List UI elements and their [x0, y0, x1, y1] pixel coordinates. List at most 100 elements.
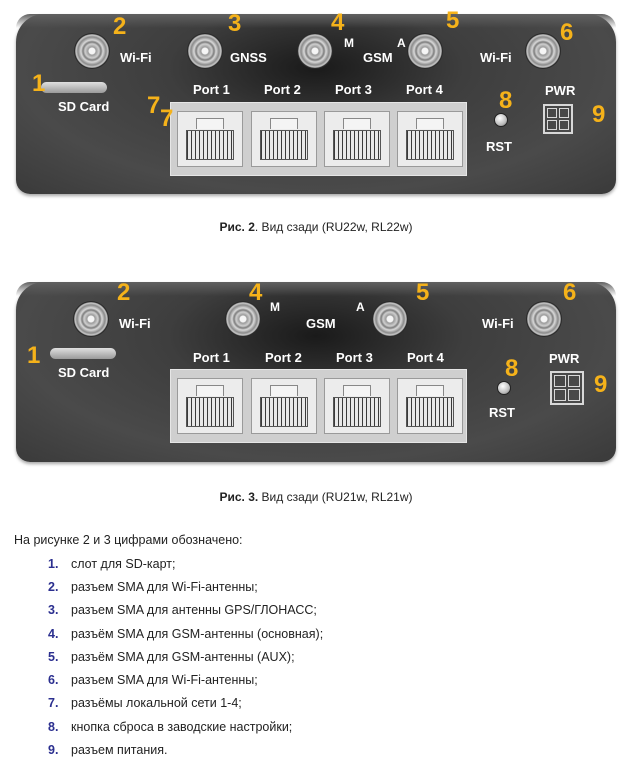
rst-label: RST — [489, 405, 515, 420]
ethernet-port-1 — [177, 378, 243, 434]
list-text: разъем SMA для Wi-Fi-антенны; — [71, 673, 258, 688]
list-text: разъёмы локальной сети 1-4; — [71, 696, 242, 711]
list-item: 3. разъем SMA для антенны GPS/ГЛОНАСС; — [48, 599, 323, 622]
figure-3-caption-bold: Рис. 3. — [219, 490, 259, 504]
callout-4: 4 — [249, 279, 263, 306]
list-text: разъем SMA для антенны GPS/ГЛОНАСС; — [71, 603, 317, 618]
legend-intro: На рисунке 2 и 3 цифрами обозначено: — [14, 533, 243, 547]
wifi-right-label: Wi-Fi — [480, 50, 512, 65]
list-number: 5. — [48, 649, 59, 664]
callout-3: 3 — [228, 10, 242, 37]
sd-card-label: SD Card — [58, 365, 110, 380]
pwr-label: PWR — [545, 83, 576, 98]
reset-button — [494, 113, 508, 127]
sd-card-slot — [50, 348, 116, 359]
gsm-m-label: M — [344, 36, 354, 50]
callout-4: 4 — [331, 9, 345, 36]
port2-label: Port 2 — [264, 82, 301, 97]
list-item: 2.разъем SMA для Wi-Fi-антенны; — [48, 575, 323, 598]
port2-label: Port 2 — [265, 350, 302, 365]
list-item: 7. разъёмы локальной сети 1-4; — [48, 692, 323, 715]
list-item: 6. разъем SMA для Wi-Fi-антенны; — [48, 668, 323, 691]
callout-6: 6 — [563, 279, 577, 306]
callout-6: 6 — [560, 19, 574, 46]
wifi-left-label: Wi-Fi — [120, 50, 152, 65]
list-number: 3. — [48, 603, 59, 618]
list-number: 7. — [48, 696, 59, 711]
gsm-m-label: M — [270, 300, 280, 314]
ethernet-port-2 — [251, 111, 317, 167]
callout-8: 8 — [505, 355, 519, 382]
callout-7a: 7 — [147, 92, 161, 119]
figure-2-caption-text: . Вид сзади (RU22w, RL22w) — [254, 220, 413, 234]
ethernet-port-4 — [397, 378, 463, 434]
callout-2: 2 — [117, 279, 131, 306]
list-number: 4. — [48, 626, 59, 641]
list-number: 9. — [48, 743, 59, 758]
wifi-left-label: Wi-Fi — [119, 316, 151, 331]
sma-gsm-aux-connector — [408, 34, 442, 68]
legend-list: 1. слот для SD-карт; 2.разъем SMA для Wi-… — [48, 552, 323, 762]
list-item: 4. разъём SMA для GSM-антенны (основная); — [48, 622, 323, 645]
list-item: 1. слот для SD-карт; — [48, 552, 323, 575]
sma-gnss-connector — [188, 34, 222, 68]
pwr-label: PWR — [549, 351, 580, 366]
port4-label: Port 4 — [406, 82, 443, 97]
sd-card-label: SD Card — [58, 99, 110, 114]
gsm-a-label: A — [397, 36, 406, 50]
callout-7b: 7 — [160, 105, 174, 132]
gnss-label: GNSS — [230, 50, 267, 65]
callout-9: 9 — [594, 371, 608, 398]
sma-wifi-right-connector — [526, 34, 560, 68]
list-text: разъем SMA для Wi-Fi-антенны; — [71, 579, 258, 594]
list-item: 9. разъем питания. — [48, 738, 323, 761]
reset-button — [497, 381, 511, 395]
gsm-label: GSM — [363, 50, 393, 65]
ethernet-port-3 — [324, 378, 390, 434]
callout-1: 1 — [27, 342, 41, 369]
callout-5: 5 — [446, 7, 460, 34]
rst-label: RST — [486, 139, 512, 154]
sma-wifi-left-connector — [75, 34, 109, 68]
port3-label: Port 3 — [335, 82, 372, 97]
gsm-label: GSM — [306, 316, 336, 331]
list-text: слот для SD-карт; — [71, 556, 176, 571]
list-text: разъём SMA для GSM-антенны (AUX); — [71, 649, 295, 664]
figure-2-caption-bold: Рис. 2 — [219, 220, 255, 234]
ethernet-port-4 — [397, 111, 463, 167]
figure-3-caption: Рис. 3. Вид сзади (RU21w, RL21w) — [0, 490, 632, 504]
list-item: 5. разъём SMA для GSM-антенны (AUX); — [48, 645, 323, 668]
sd-card-slot — [41, 82, 107, 93]
ethernet-port-3 — [324, 111, 390, 167]
list-number: 6. — [48, 673, 59, 688]
figure-2-caption: Рис. 2. Вид сзади (RU22w, RL22w) — [0, 220, 632, 234]
sma-gsm-aux-connector — [373, 302, 407, 336]
power-connector — [550, 371, 584, 405]
port1-label: Port 1 — [193, 82, 230, 97]
ethernet-ports-block — [170, 102, 467, 176]
list-number: 1. — [48, 556, 59, 571]
callout-2: 2 — [113, 13, 127, 40]
callout-8: 8 — [499, 87, 513, 114]
list-item: 8. кнопка сброса в заводские настройки; — [48, 715, 323, 738]
sma-gsm-main-connector — [298, 34, 332, 68]
sma-wifi-left-connector — [74, 302, 108, 336]
port3-label: Port 3 — [336, 350, 373, 365]
sma-gsm-main-connector — [226, 302, 260, 336]
callout-1: 1 — [32, 70, 46, 97]
port4-label: Port 4 — [407, 350, 444, 365]
wifi-right-label: Wi-Fi — [482, 316, 514, 331]
port1-label: Port 1 — [193, 350, 230, 365]
ethernet-port-1 — [177, 111, 243, 167]
list-number: 8. — [48, 719, 59, 734]
figure-3-caption-text: Вид сзади (RU21w, RL21w) — [258, 490, 413, 504]
callout-9: 9 — [592, 101, 606, 128]
ethernet-ports-block — [170, 369, 467, 443]
gsm-a-label: A — [356, 300, 365, 314]
sma-wifi-right-connector — [527, 302, 561, 336]
list-text: кнопка сброса в заводские настройки; — [71, 719, 293, 734]
callout-5: 5 — [416, 279, 430, 306]
ethernet-port-2 — [251, 378, 317, 434]
list-text: разъём SMA для GSM-антенны (основная); — [71, 626, 324, 641]
list-text: разъем питания. — [71, 743, 168, 758]
